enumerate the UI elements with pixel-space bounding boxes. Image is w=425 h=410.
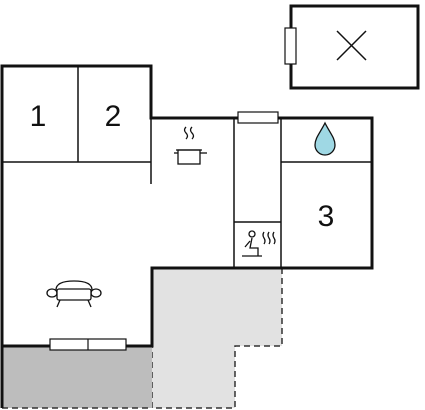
sauna-icon xyxy=(242,230,276,257)
room-label-1: 1 xyxy=(30,100,47,133)
cross-icon xyxy=(336,30,367,61)
room-label-3: 3 xyxy=(318,200,335,233)
sofa-icon xyxy=(46,280,102,308)
window-terrace xyxy=(49,338,127,351)
outbuilding xyxy=(289,4,420,90)
terrace-area xyxy=(2,346,152,408)
window-top xyxy=(237,111,279,124)
outdoor-area xyxy=(152,268,282,408)
water-drop-icon xyxy=(314,121,336,156)
room-label-2: 2 xyxy=(105,100,122,133)
cooking-pot-icon xyxy=(174,126,207,165)
outbuilding-door xyxy=(284,27,297,65)
